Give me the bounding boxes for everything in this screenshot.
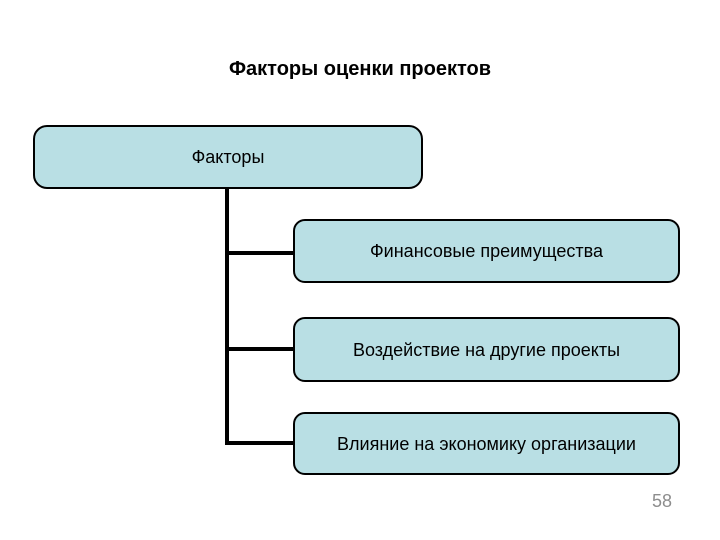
diagram-node-root[interactable]: Факторы [33,125,423,189]
page-number: 58 [651,491,673,511]
page-title: Факторы оценки проектов [228,58,492,80]
connector-branch-economy [225,441,295,445]
connector-branch-impact [225,347,295,351]
connector-branch-financial [225,251,295,255]
diagram-node-impact-on-other-projects[interactable]: Воздействие на другие проекты [293,317,680,382]
connector-trunk-vertical [225,188,229,445]
diagram-node-financial-benefits[interactable]: Финансовые преимущества [293,219,680,283]
diagram-node-organization-economy-influence[interactable]: Влияние на экономику организации [293,412,680,475]
